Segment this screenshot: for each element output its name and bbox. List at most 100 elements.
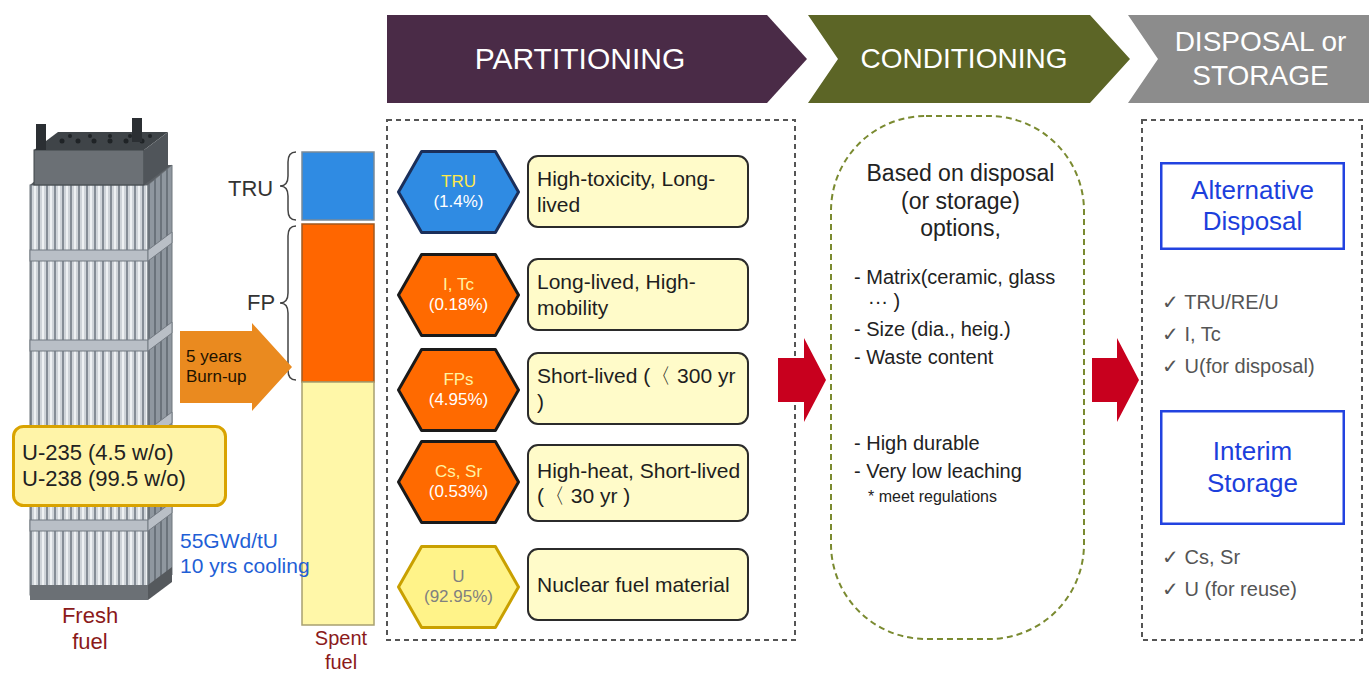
burnup-arrow: 5 years Burn-up <box>180 323 292 411</box>
stage-chevron-shape <box>387 15 807 103</box>
flow-arrow <box>778 338 826 422</box>
node-text: I, Tc <box>415 275 502 295</box>
property-box-shape <box>528 549 748 620</box>
bar-label: TRU <box>228 176 273 202</box>
fraction-hexagon: TRU(1.4%) <box>397 150 520 234</box>
node-text: Long-lived, High-mobility <box>537 269 741 319</box>
conditioning-oval: Based on disposal (or storage) options, -… <box>830 115 1085 640</box>
property-box-shape <box>528 445 748 521</box>
text-group: Long-lived, High-mobility <box>537 269 741 319</box>
fuel-composition-box-shape <box>14 427 226 506</box>
fraction-hexagon-shape <box>399 350 519 431</box>
node-text: (1.4%) <box>415 192 502 212</box>
fraction-hexagon: I, Tc(0.18%) <box>397 253 520 337</box>
fuel-composition-box: U-235 (4.5 w/o)U-238 (99.5 w/o) <box>12 425 227 507</box>
text-group: Nuclear fuel material <box>537 572 741 597</box>
property-box-outline <box>527 352 749 425</box>
property-box: Nuclear fuel material <box>527 548 749 621</box>
property-box-outline <box>527 155 749 228</box>
text-group: Alternative Disposal <box>1168 175 1337 237</box>
fraction-hexagon: FPs(4.95%) <box>397 348 520 432</box>
fraction-hexagon-shape <box>399 547 519 628</box>
node-text: Short-lived (〈 300 yr ) <box>537 363 741 413</box>
node-text: (0.53%) <box>415 482 502 502</box>
node-text: (92.95%) <box>415 587 502 607</box>
text-group: U(92.95%) <box>415 567 502 608</box>
brace <box>280 152 296 220</box>
node-text: CONDITIONING <box>838 42 1090 76</box>
stage-chevron: PARTITIONING <box>387 15 807 103</box>
property-box: High-toxicity, Long-lived <box>527 155 749 228</box>
check-item: ✓ I, Tc <box>1162 322 1221 346</box>
option-box: Interim Storage <box>1160 410 1345 525</box>
node-text: Interim Storage <box>1168 436 1337 498</box>
text-group: Based on disposal (or storage) options, -… <box>854 160 1067 506</box>
text-group: I, Tc(0.18%) <box>415 275 502 316</box>
stage-chevron-shape <box>808 15 1130 103</box>
node-text: U-235 (4.5 w/o) <box>22 440 219 466</box>
fraction-hexagon: U(92.95%) <box>397 545 520 629</box>
text-group: Short-lived (〈 300 yr ) <box>537 363 741 413</box>
fuel-assembly <box>30 118 172 600</box>
property-box-shape <box>528 156 748 227</box>
check-item: ✓ U (for reuse) <box>1162 577 1297 601</box>
fraction-hexagon-shape <box>399 255 519 336</box>
text-group: DISPOSAL or STORAGE <box>1158 25 1363 92</box>
text-group: PARTITIONING <box>397 41 763 77</box>
conditioning-oval-shape <box>831 116 1084 639</box>
node-text: * meet regulations <box>868 487 1067 506</box>
text-group: 5 years Burn-up <box>186 347 260 388</box>
text-group: U-235 (4.5 w/o)U-238 (99.5 w/o) <box>22 440 219 493</box>
stage-chevron: CONDITIONING <box>808 15 1130 103</box>
caption-label: Spent fuel <box>303 626 379 674</box>
bar-label: FP <box>247 290 275 316</box>
fraction-hexagon-shape <box>399 152 519 233</box>
node-text: - Waste content <box>854 345 1067 369</box>
caption-label: Fresh fuel <box>50 603 130 656</box>
node-text: (4.95%) <box>415 390 502 410</box>
stage-chevron: DISPOSAL or STORAGE <box>1128 15 1369 103</box>
group-frame <box>1142 120 1362 640</box>
node-text: - Size (dia., heig.) <box>854 317 1067 341</box>
property-box-outline <box>527 444 749 522</box>
text-group: FPs(4.95%) <box>415 370 502 411</box>
text-group: TRU(1.4%) <box>415 172 502 213</box>
node-text: FPs <box>415 370 502 390</box>
check-item: ✓ U(for disposal) <box>1162 354 1315 378</box>
node-text: Nuclear fuel material <box>537 572 741 597</box>
property-box-shape <box>528 259 748 330</box>
option-box-shape <box>1161 411 1344 524</box>
node-text: (0.18%) <box>415 295 502 315</box>
text-group: High-toxicity, Long-lived <box>537 166 741 216</box>
node-text: High-toxicity, Long-lived <box>537 166 741 216</box>
burnup-arrow-shape <box>180 323 292 411</box>
node-text: 5 years Burn-up <box>186 347 260 388</box>
text-group: Interim Storage <box>1168 436 1337 498</box>
stage-chevron-shape <box>1128 15 1369 103</box>
node-text: DISPOSAL or STORAGE <box>1158 25 1363 92</box>
group-frame <box>387 120 795 640</box>
property-box-outline <box>527 258 749 331</box>
node-text: Cs, Sr <box>415 462 502 482</box>
node-text: U <box>415 567 502 587</box>
node-text: PARTITIONING <box>397 41 763 77</box>
check-item: ✓ Cs, Sr <box>1162 545 1240 569</box>
spent-fuel-bar <box>302 152 374 625</box>
condition-label: 55GWd/tU <box>180 528 278 553</box>
text-group: CONDITIONING <box>838 42 1090 76</box>
fraction-hexagon: Cs, Sr(0.53%) <box>397 440 520 524</box>
node-text: U-238 (99.5 w/o) <box>22 466 219 492</box>
node-text: - Matrix(ceramic, glass ··· ) <box>854 265 1067 313</box>
option-box: Alternative Disposal <box>1160 162 1345 250</box>
condition-label: 10 yrs cooling <box>180 553 310 578</box>
node-text: Based on disposal (or storage) options, <box>866 160 1056 243</box>
node-text: Alternative Disposal <box>1168 175 1337 237</box>
flow-arrow <box>1092 338 1139 422</box>
node-text: - Very low leaching <box>854 459 1067 483</box>
node-text: - High durable <box>854 431 1067 455</box>
text-group: High-heat, Short-lived (〈 30 yr ) <box>537 458 741 508</box>
node-text: High-heat, Short-lived (〈 30 yr ) <box>537 458 741 508</box>
check-item: ✓ TRU/RE/U <box>1162 290 1279 314</box>
option-box-shape <box>1161 163 1344 249</box>
